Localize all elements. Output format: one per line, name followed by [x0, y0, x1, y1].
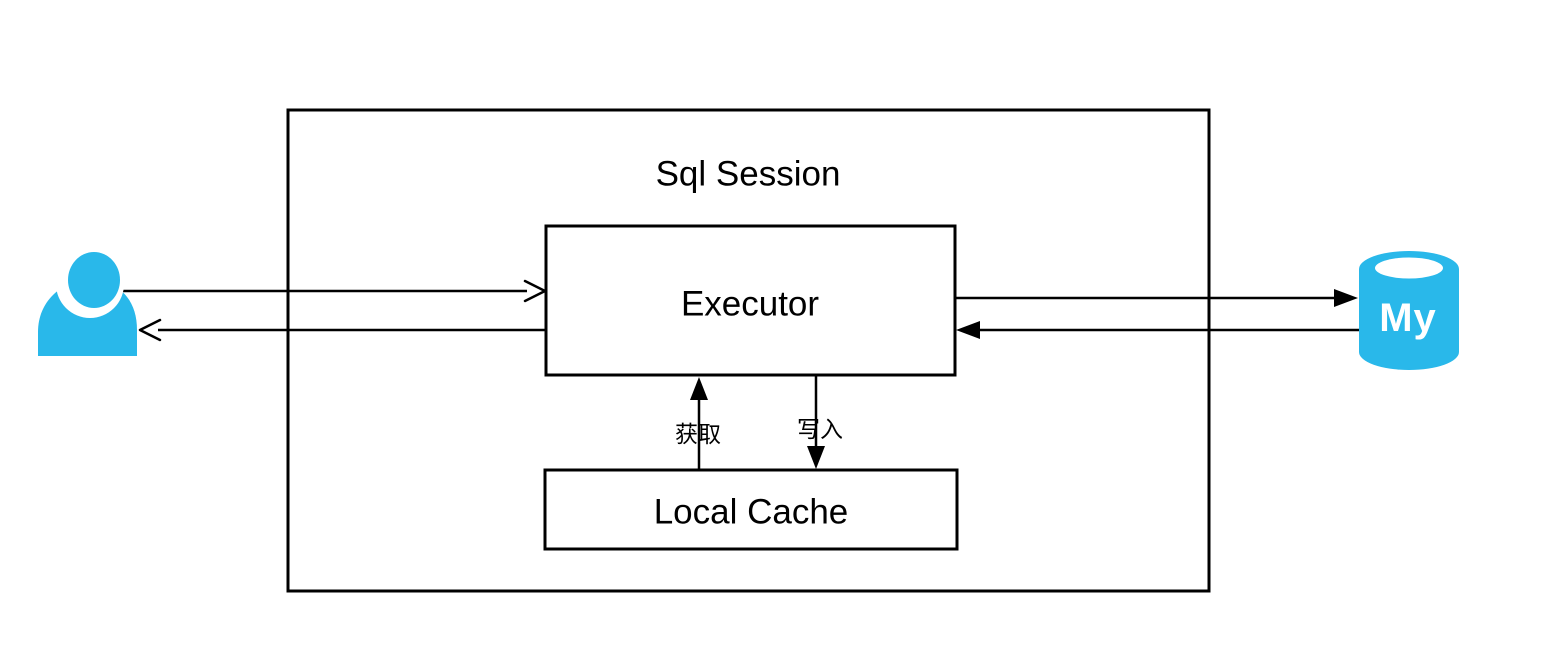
fetch-arrow-label: 获取	[675, 421, 721, 447]
executor-box	[544, 224, 957, 377]
executor-label: Executor	[681, 285, 819, 324]
local-cache-box	[543, 468, 959, 551]
mysql-cylinder-opening	[1375, 257, 1443, 279]
mysql-database-icon: My	[1359, 251, 1459, 370]
local-cache-label: Local Cache	[654, 493, 849, 532]
arrow-cache-to-executor-head	[690, 377, 708, 400]
user-icon	[38, 250, 137, 356]
arrow-mysql-to-executor-head	[956, 321, 980, 339]
mysql-cylinder	[1359, 251, 1459, 370]
arrow-executor-to-cache-head	[807, 446, 825, 469]
sql-session-title: Sql Session	[656, 155, 841, 194]
arrow-executor-to-user-head	[138, 318, 162, 342]
mysql-logo-text: My	[1379, 296, 1437, 340]
write-arrow-label: 写入	[797, 416, 843, 442]
arrow-executor-to-mysql-head	[1334, 289, 1358, 307]
user-icon-head	[68, 252, 120, 308]
